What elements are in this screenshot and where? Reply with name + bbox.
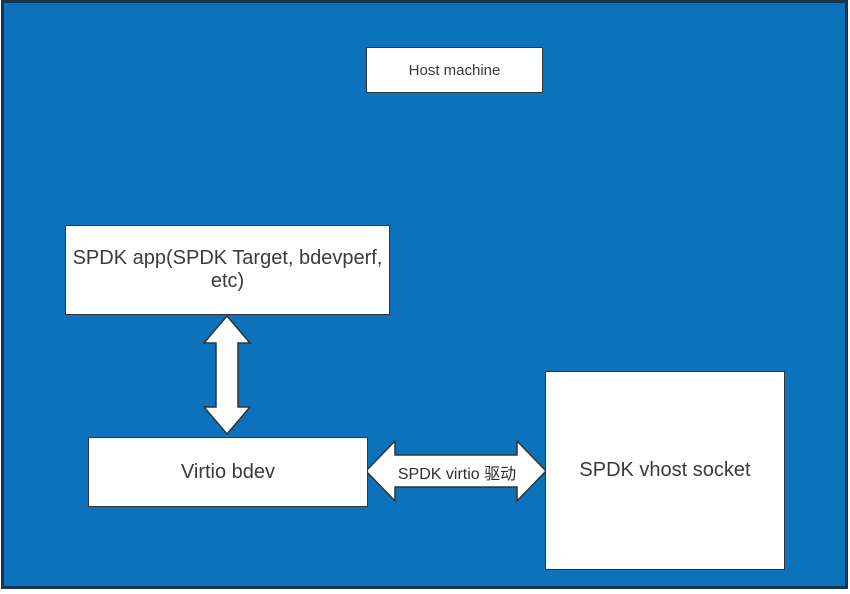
spdk-vhost-socket-label: SPDK vhost socket [579, 459, 751, 481]
spdk-app-box: SPDK app(SPDK Target, bdevperf, etc) [65, 225, 390, 315]
host-machine-label: Host machine [408, 61, 501, 79]
host-machine-box: Host machine [366, 47, 543, 93]
spdk-virtio-driver-arrow-label: SPDK virtio 驱动 [383, 455, 531, 488]
spdk-vhost-socket-box: SPDK vhost socket [545, 371, 785, 570]
virtio-bdev-box: Virtio bdev [88, 437, 368, 507]
spdk-app-label: SPDK app(SPDK Target, bdevperf, etc) [72, 247, 383, 292]
spdk-virtio-driver-label-text: SPDK virtio 驱动 [397, 465, 517, 483]
virtio-bdev-label: Virtio bdev [180, 460, 276, 483]
